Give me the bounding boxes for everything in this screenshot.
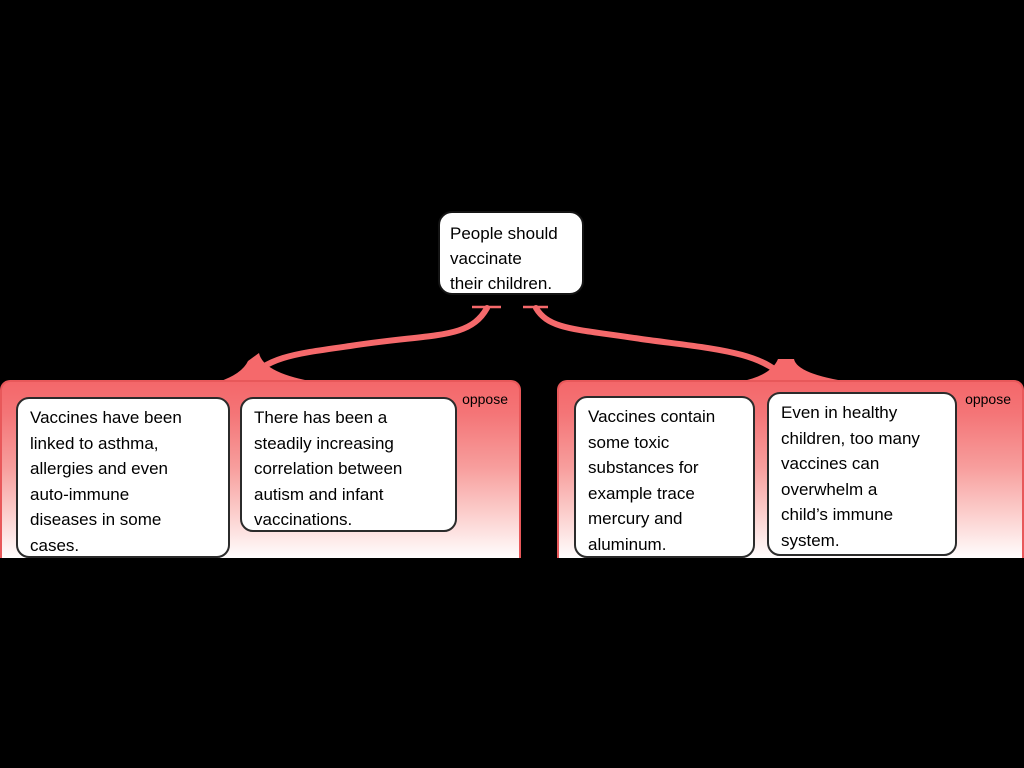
- oppose-group-left[interactable]: oppose Vaccines have been linked to asth…: [0, 380, 521, 558]
- relation-label-left: oppose: [462, 391, 508, 407]
- argument-node-asthma[interactable]: Vaccines have been linked to asthma, all…: [16, 397, 230, 558]
- relation-label-right: oppose: [965, 391, 1011, 407]
- argument-node-overwhelm[interactable]: Even in healthy children, too many vacci…: [767, 392, 957, 556]
- connector-left-fillet: [218, 353, 310, 383]
- connector-right: [533, 305, 792, 385]
- argument-node-autism[interactable]: There has been a steadily increasing cor…: [240, 397, 457, 532]
- oppose-group-right[interactable]: oppose Vaccines contain some toxic subst…: [557, 380, 1024, 558]
- claim-node[interactable]: People should vaccinate their children.: [438, 211, 584, 295]
- connector-left: [243, 305, 490, 385]
- argument-node-toxic[interactable]: Vaccines contain some toxic substances f…: [574, 396, 755, 558]
